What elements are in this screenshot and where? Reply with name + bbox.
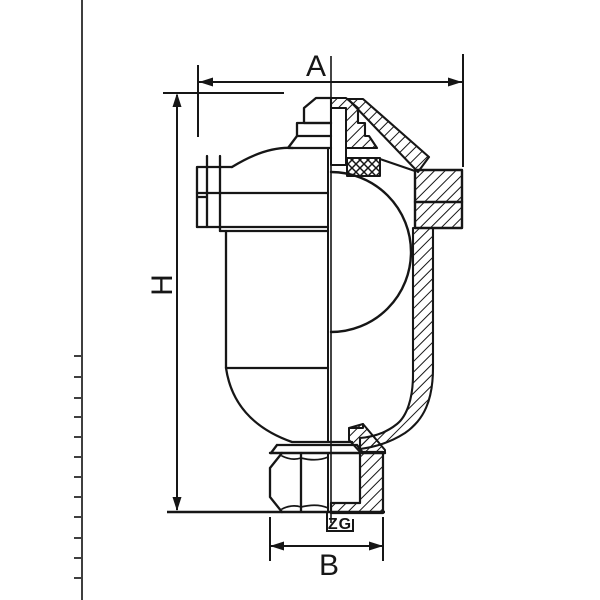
dim-h-label: H xyxy=(146,274,179,296)
cap-washer xyxy=(295,121,333,138)
flange-top-edge xyxy=(378,157,417,173)
dim-a-label: A xyxy=(306,50,326,83)
body-dome-curve xyxy=(230,146,295,169)
body-band-lines xyxy=(195,191,330,233)
dim-b-arrow-right xyxy=(369,541,383,551)
bowl-neck xyxy=(269,443,365,455)
thread-label-zg: ZG xyxy=(328,516,352,533)
hex-nut-chamfer-arcs xyxy=(281,455,329,510)
valve-figure xyxy=(195,96,464,515)
dim-h-arrow-bottom xyxy=(172,497,182,511)
body-cylinder xyxy=(224,229,330,370)
flange-section xyxy=(413,168,464,230)
outlet-nozzle xyxy=(195,154,234,233)
float-ball xyxy=(329,170,413,334)
cap-top-nut xyxy=(302,96,333,125)
inlet-boss-section xyxy=(329,450,385,515)
dimension-h: H xyxy=(146,92,385,514)
dimension-a: A xyxy=(197,50,464,167)
valve-exterior-left xyxy=(195,96,387,514)
dim-b-arrow-left xyxy=(270,541,284,551)
body-bowl-curve xyxy=(224,366,354,444)
dim-b-label: B xyxy=(319,549,339,582)
margin-rule-ticks xyxy=(74,355,82,579)
page-margin-rule xyxy=(74,0,83,600)
body-wall-section xyxy=(358,226,435,451)
thread-callout-bracket xyxy=(326,513,354,532)
dim-h-arrow-top xyxy=(172,93,182,107)
valve-stem xyxy=(330,107,347,166)
dim-a-arrow-left xyxy=(199,77,213,87)
dim-a-arrow-right xyxy=(448,77,462,87)
dimension-b: B xyxy=(269,517,384,582)
bonnet-neck-section xyxy=(346,97,431,174)
valve-section-right xyxy=(329,96,464,515)
thread-callout-zg: ZG xyxy=(326,513,354,533)
cap-base xyxy=(286,134,333,150)
packing-gasket-section xyxy=(346,157,381,177)
hex-nut xyxy=(268,451,303,514)
